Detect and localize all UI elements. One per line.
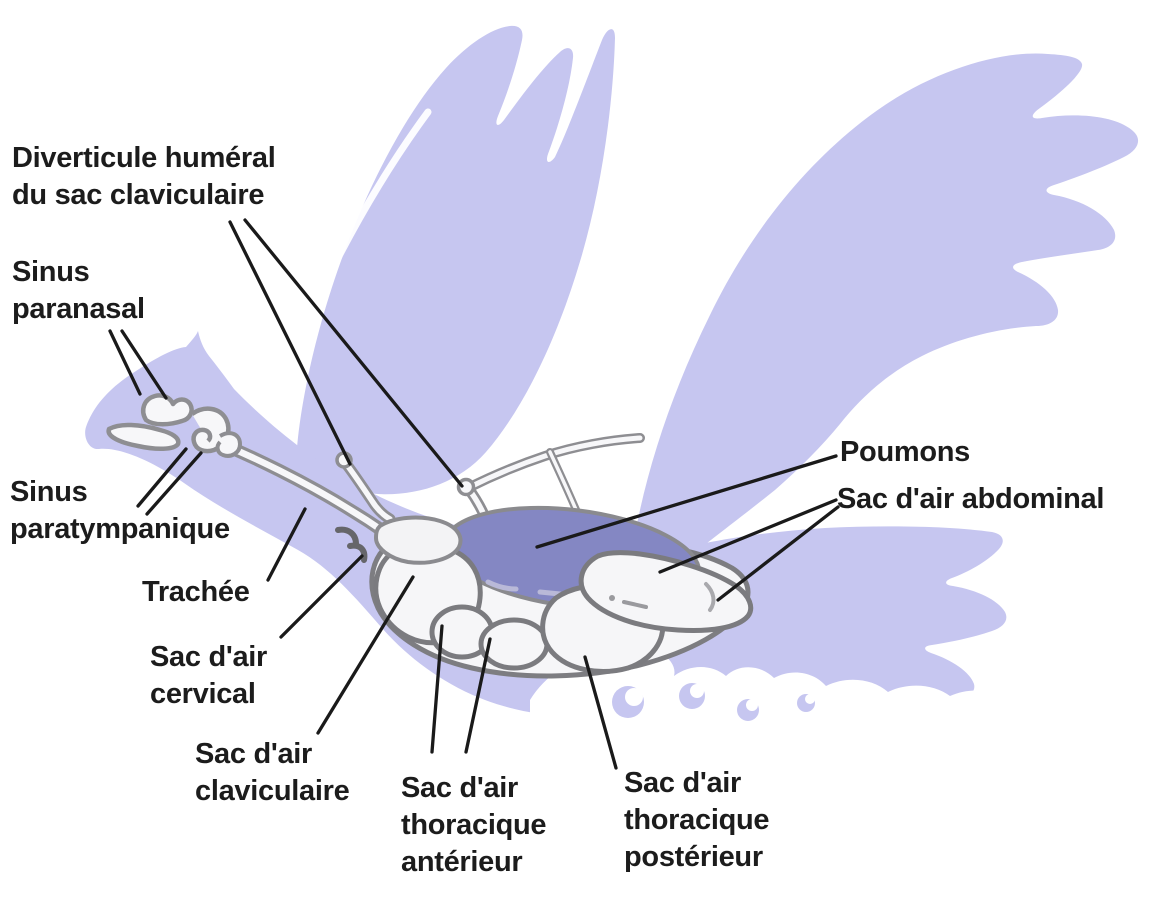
label-line: Sinus: [10, 476, 88, 508]
leader-abdominal-2: [716, 505, 840, 602]
label-line: antérieur: [401, 846, 523, 878]
label-poumons: Poumons: [840, 434, 970, 471]
air-sac-cervical-shape: [335, 526, 368, 563]
leader-trachee: [266, 507, 307, 582]
label-sac-air-cervical: Sac d'air cervical: [150, 639, 267, 713]
leader-diverticule-1: [228, 220, 352, 466]
leader-anterieur-1: [430, 624, 444, 754]
label-sac-air-claviculaire: Sac d'air claviculaire: [195, 736, 350, 810]
leader-paranasal-1: [108, 329, 142, 396]
label-sac-air-thoracique-posterieur: Sac d'air thoracique postérieur: [624, 765, 770, 876]
label-line: claviculaire: [195, 775, 350, 807]
label-line: thoracique: [624, 804, 770, 836]
label-line: Sac d'air: [195, 738, 313, 770]
label-sac-air-thoracique-anterieur: Sac d'air thoracique antérieur: [401, 770, 547, 881]
leader-lines: [108, 218, 840, 770]
label-line: Sac d'air: [401, 772, 519, 804]
leader-cervical: [279, 554, 364, 639]
leader-paranasal-2: [120, 329, 168, 400]
feather-curls: [612, 683, 815, 721]
wing-feather-streak: [334, 108, 432, 262]
label-line: Sinus: [12, 256, 90, 288]
beak-bar: [106, 422, 181, 451]
label-line: thoracique: [401, 809, 547, 841]
label-line: cervical: [150, 678, 256, 710]
label-line: Sac d'air: [150, 641, 268, 673]
belly-swirl-cutout: [530, 647, 1040, 912]
label-line: paratympanique: [10, 513, 230, 545]
leader-paratympanique-2: [145, 451, 203, 516]
leader-abdominal-1: [658, 498, 838, 574]
label-line: Trachée: [142, 576, 250, 608]
ear-curl-shape: [215, 431, 242, 458]
paranasal-sinus-shape: [141, 393, 194, 427]
air-sac-abdominal-shape: [578, 550, 754, 633]
near-wing: [625, 53, 1139, 608]
paratympanic-sinus-shape: [190, 406, 231, 454]
label-sinus-paranasal: Sinus paranasal: [12, 254, 145, 328]
syrinx-mass: [374, 515, 463, 565]
label-line: postérieur: [624, 841, 763, 873]
leader-poumons: [535, 454, 838, 549]
label-line: Sac d'air: [624, 767, 742, 799]
label-line: Sac d'air abdominal: [837, 483, 1105, 515]
leader-claviculaire: [316, 575, 415, 735]
label-trachee: Trachée: [142, 574, 250, 611]
label-line: Poumons: [840, 436, 971, 468]
leader-paratympanique-1: [136, 447, 188, 508]
label-line: Diverticule huméral: [12, 142, 276, 174]
label-line: paranasal: [12, 293, 145, 325]
air-sac-thoracique-anterieur-lobe2: [478, 617, 550, 671]
leader-diverticule-2: [243, 218, 464, 488]
respiratory-system: [106, 393, 754, 679]
far-wing: [296, 25, 615, 495]
label-sinus-paratympanique: Sinus paratympanique: [10, 474, 230, 548]
label-sac-air-abdominal: Sac d'air abdominal: [837, 481, 1104, 518]
leader-posterieur: [583, 655, 618, 770]
label-diverticule-humeral: Diverticule huméral du sac claviculaire: [12, 140, 276, 214]
skull-sinus-structures: [106, 393, 242, 458]
leader-anterieur-2: [464, 637, 492, 754]
label-line: du sac claviculaire: [12, 179, 265, 211]
